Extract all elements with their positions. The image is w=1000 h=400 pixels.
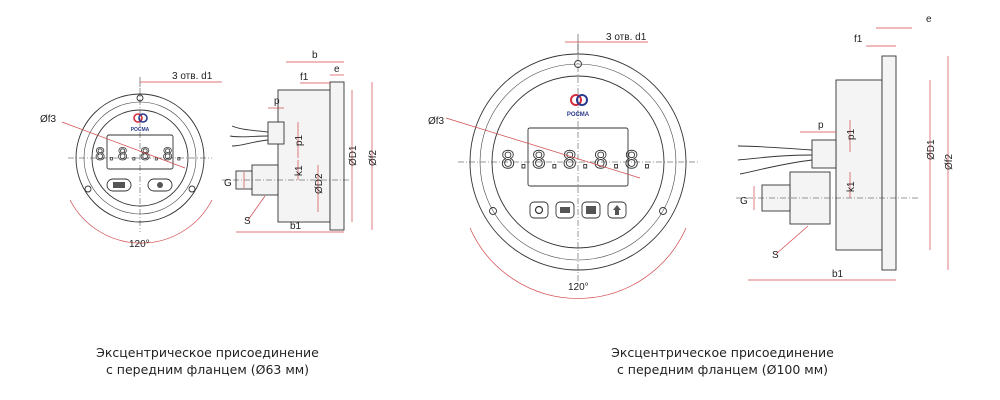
right-angle-label: 120°	[568, 282, 589, 293]
left-label-b: b	[312, 50, 318, 61]
left-f3-label: Øf3	[40, 114, 57, 125]
right-label-G: G	[740, 196, 748, 207]
left-label-p: p	[274, 96, 280, 107]
left-button-2[interactable]	[147, 178, 173, 192]
left-f3-leader	[61, 121, 186, 169]
right-side-body	[835, 79, 883, 251]
right-f3-leader	[445, 117, 641, 179]
right-side-cables	[737, 145, 813, 175]
right-label-p: p	[818, 120, 824, 131]
left-logo: РОСМА	[131, 113, 150, 133]
right-front-view: РОСМА 8.8.8.8.8. 3 отв. d1 Øf3 120°	[428, 32, 698, 299]
left-holes-label: 3 отв. d1	[172, 71, 213, 82]
left-label-D2: ØD2	[314, 173, 325, 194]
left-caption-line2: с передним фланцем (Ø63 мм)	[105, 362, 310, 377]
left-button-2-icon	[157, 182, 163, 188]
left-label-D1: ØD1	[348, 145, 359, 166]
right-mount-hole-right	[659, 207, 667, 215]
left-angle-label: 120°	[129, 239, 150, 250]
right-angle-arc	[469, 227, 687, 299]
left-label-b1: b1	[290, 221, 302, 232]
right-label-S: S	[772, 250, 779, 261]
left-label-S: S	[244, 216, 251, 227]
right-f3-label: Øf3	[428, 116, 445, 127]
right-caption-line1: Эксцентрическое присоединение	[611, 345, 834, 360]
menu-icon	[560, 207, 570, 213]
left-button-1-icon	[113, 182, 125, 188]
left-side-cable-gland	[267, 121, 285, 145]
right-caption-line2: с передним фланцем (Ø100 мм)	[616, 362, 829, 377]
right-label-e: e	[926, 14, 932, 25]
left-caption-line1: Эксцентрическое присоединение	[96, 345, 319, 360]
left-label-f1: f1	[300, 72, 309, 83]
left-label-f2: Øf2	[368, 149, 379, 166]
right-button-4[interactable]	[607, 201, 627, 219]
right-side-flange	[881, 55, 897, 271]
left-label-p1: p1	[294, 134, 305, 146]
right-button-2[interactable]	[555, 201, 575, 219]
right-caption: Эксцентрическое присоединение с передним…	[585, 344, 860, 378]
right-button-3[interactable]	[581, 201, 601, 219]
left-button-1[interactable]	[106, 178, 132, 192]
left-angle-arc	[69, 199, 213, 244]
right-logo-text: РОСМА	[567, 112, 590, 118]
right-label-f2: Øf2	[944, 153, 955, 170]
left-display-window	[106, 134, 174, 170]
left-label-e: e	[334, 64, 340, 75]
right-dim-S	[775, 225, 809, 255]
left-caption: Эксцентрическое присоединение с передним…	[70, 344, 345, 378]
settings-icon	[586, 206, 596, 214]
right-mount-hole-left	[489, 207, 497, 215]
left-label-k1: k1	[294, 165, 305, 176]
left-label-G: G	[224, 178, 232, 189]
right-side-view: e f1 p p1 k1 ØD1 Øf2 G S b1	[736, 14, 955, 281]
right-display-digits: 8.8.8.8.8.	[501, 146, 656, 174]
right-button-1[interactable]	[529, 201, 549, 219]
left-side-body	[277, 89, 331, 223]
right-holes-label: 3 отв. d1	[606, 32, 647, 43]
right-label-k1: k1	[846, 181, 857, 192]
left-side-cables	[229, 125, 269, 147]
right-logo: РОСМА	[567, 94, 590, 118]
left-display-digits: 8.8.8.8.	[95, 145, 185, 165]
power-icon	[534, 205, 544, 215]
right-side-cable-gland	[811, 139, 837, 169]
left-dim-S	[247, 195, 266, 221]
left-front-view: РОСМА 8.8.8.8. 3 отв. d1 Øf3 120°	[40, 71, 222, 250]
left-mount-hole-right	[188, 185, 196, 193]
left-logo-text: РОСМА	[131, 127, 150, 133]
left-side-flange	[329, 81, 345, 231]
right-label-f1: f1	[854, 34, 863, 45]
right-label-p1: p1	[846, 128, 857, 140]
right-display-window	[527, 127, 629, 187]
right-label-b1: b1	[832, 269, 844, 280]
left-side-view: b e f1 p p1 k1 ØD2 ØD1 Øf2 G S b1	[222, 50, 379, 233]
left-mount-hole-left	[84, 185, 92, 193]
right-label-D1: ØD1	[926, 139, 937, 160]
arrow-up-icon	[613, 205, 621, 215]
